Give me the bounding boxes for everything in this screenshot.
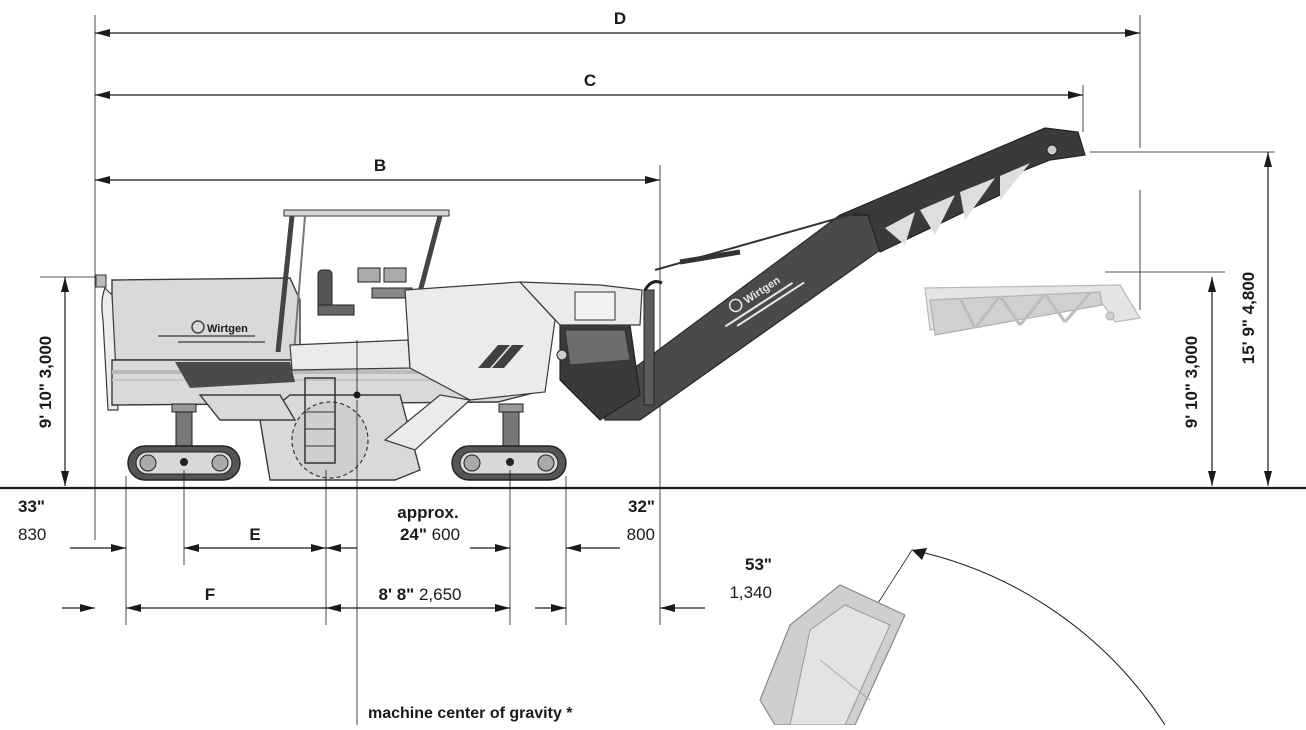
body-brand-logo: Wirtgen <box>158 320 265 343</box>
right-height-high-dimension: 15' 9" 4,800 <box>1239 152 1272 486</box>
rear-track <box>127 403 241 481</box>
milling-drum-housing <box>198 340 472 481</box>
right-height-low-text: 9' 10" 3,000 <box>1182 336 1201 428</box>
bottom-dimension-lines <box>62 400 705 725</box>
label-c: C <box>584 71 596 90</box>
left-height-text: 9' 10" 3,000 <box>36 336 55 428</box>
body-brand: Wirtgen <box>207 323 248 335</box>
label-f: F <box>205 585 215 604</box>
reference-lines <box>40 15 1275 625</box>
front-overhang-imperial: 53" <box>745 555 772 574</box>
dimension-b: B <box>95 156 660 184</box>
conveyor-lowered-ghost <box>924 284 1141 336</box>
dimension-d: D <box>95 9 1140 37</box>
front-overhang-metric: 1,340 <box>729 583 772 602</box>
rear-overhang-metric: 800 <box>627 525 655 544</box>
center-gap-text: 24" 600 <box>400 525 460 544</box>
right-height-high-text: 15' 9" 4,800 <box>1239 272 1258 364</box>
dimension-c: C <box>95 71 1083 99</box>
center-gap-prefix: approx. <box>397 503 458 522</box>
conveyor-raised: Wirtgen <box>556 127 1086 421</box>
left-overhang-metric: 830 <box>18 525 46 544</box>
front-track <box>451 403 567 481</box>
right-height-low-dimension: 9' 10" 3,000 <box>1182 277 1216 486</box>
track-span-text: 8' 8" 2,650 <box>378 585 461 604</box>
left-height-dimension: 9' 10" 3,000 <box>36 277 69 486</box>
label-b: B <box>374 156 386 175</box>
label-e: E <box>249 525 260 544</box>
rear-overhang-imperial: 32" <box>628 497 655 516</box>
machine-body: Wirtgen <box>95 209 643 411</box>
label-d: D <box>614 9 626 28</box>
center-of-gravity-label: machine center of gravity * <box>368 705 573 722</box>
left-overhang-imperial: 33" <box>18 497 45 516</box>
conveyor-slew-plan-view <box>759 548 1166 726</box>
